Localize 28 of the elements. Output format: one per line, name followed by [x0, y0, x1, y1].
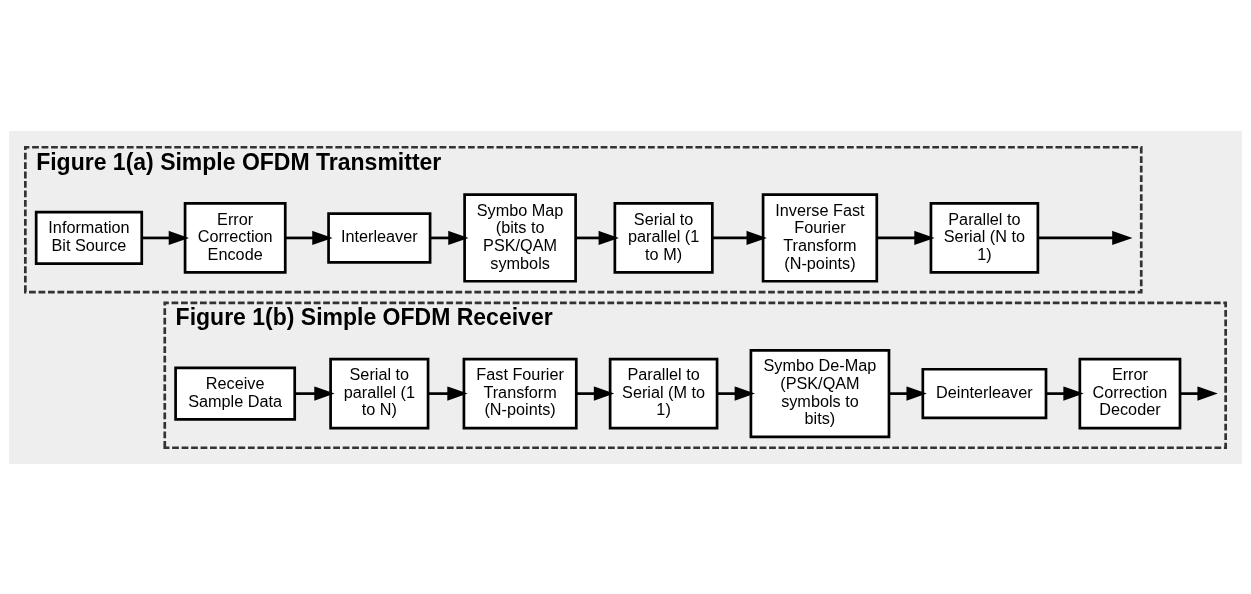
arrow: [717, 386, 755, 401]
arrow: [1046, 386, 1084, 401]
node-box: Symbo De-Map (PSK/QAM symbols to bits): [749, 348, 891, 438]
arrow: [430, 230, 469, 245]
node-box: Error Correction Encode: [183, 201, 287, 274]
node-box: Deinterleaver: [921, 367, 1048, 419]
node-box: Inverse Fast Fourier Transform (N-points): [761, 192, 879, 283]
arrow: [576, 386, 615, 401]
arrow: [712, 230, 767, 245]
arrow: [1180, 386, 1218, 401]
arrow: [428, 386, 468, 401]
node-box: Information Bit Source: [34, 210, 144, 265]
arrow: [876, 230, 935, 245]
arrow: [285, 230, 333, 245]
arrow: [294, 386, 335, 401]
node-box: Serial to parallel (1 to M): [613, 201, 714, 274]
arrow: [889, 386, 927, 401]
node-box: Interleaver: [327, 211, 432, 264]
node-box: Symbo Map (bits to PSK/QAM symbols: [463, 192, 577, 283]
arrow: [1038, 230, 1133, 245]
arrow: [142, 230, 190, 245]
node-box: Receive Sample Data: [174, 366, 297, 421]
node-box: Error Correction Decoder: [1078, 357, 1182, 429]
node-box: Fast Fourier Transform (N-points): [462, 357, 578, 429]
node-box: Serial to parallel (1 to N): [329, 357, 430, 429]
node-box: Parallel to Serial (M to 1): [608, 357, 719, 429]
arrow: [575, 230, 619, 245]
node-box: Parallel to Serial (N to 1): [929, 201, 1040, 274]
